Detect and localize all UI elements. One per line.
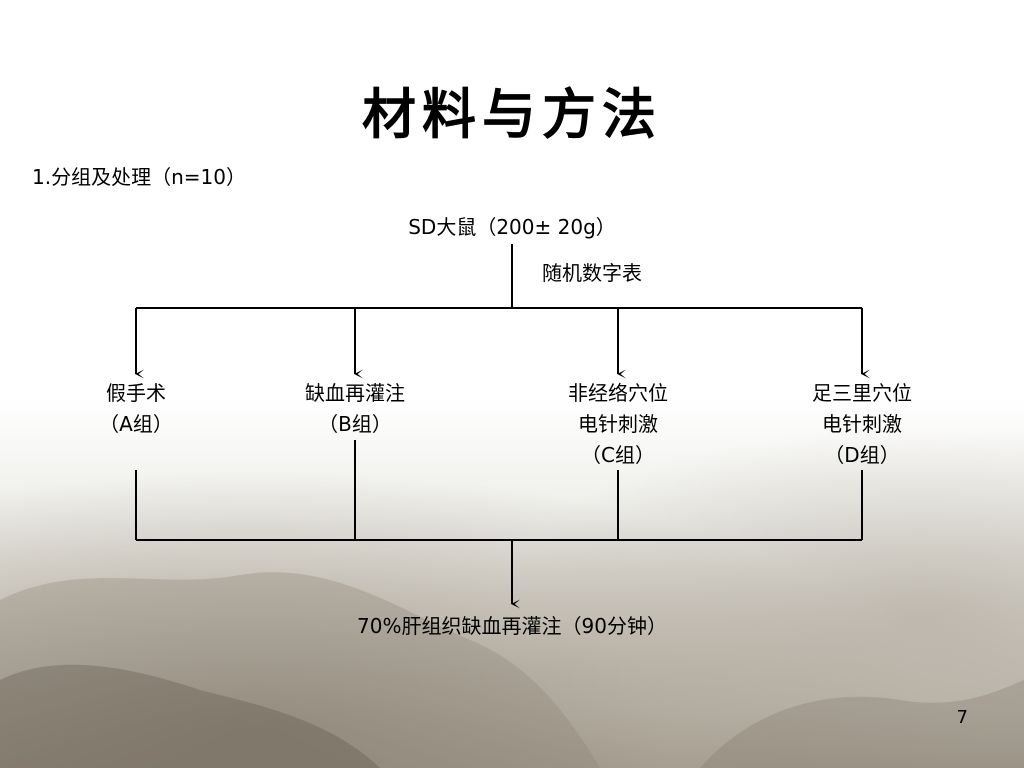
slide-title: 材料与方法 (362, 82, 662, 146)
randomization-label: 随机数字表 (542, 261, 642, 285)
root-node-label: SD大鼠（200± 20g） (408, 215, 616, 239)
group-a-label: 假手术 （A组） (99, 381, 173, 436)
group-c-label: 非经络穴位 电针刺激 （C组） (568, 381, 668, 467)
group-d-label: 足三里穴位 电针刺激 （D组） (812, 381, 912, 467)
outcome-label: 70%肝组织缺血再灌注（90分钟） (357, 614, 667, 638)
section-subtitle: 1.分组及处理（n=10） (32, 165, 246, 189)
page-number: 7 (956, 707, 968, 728)
group-b-label: 缺血再灌注 （B组） (305, 381, 405, 436)
